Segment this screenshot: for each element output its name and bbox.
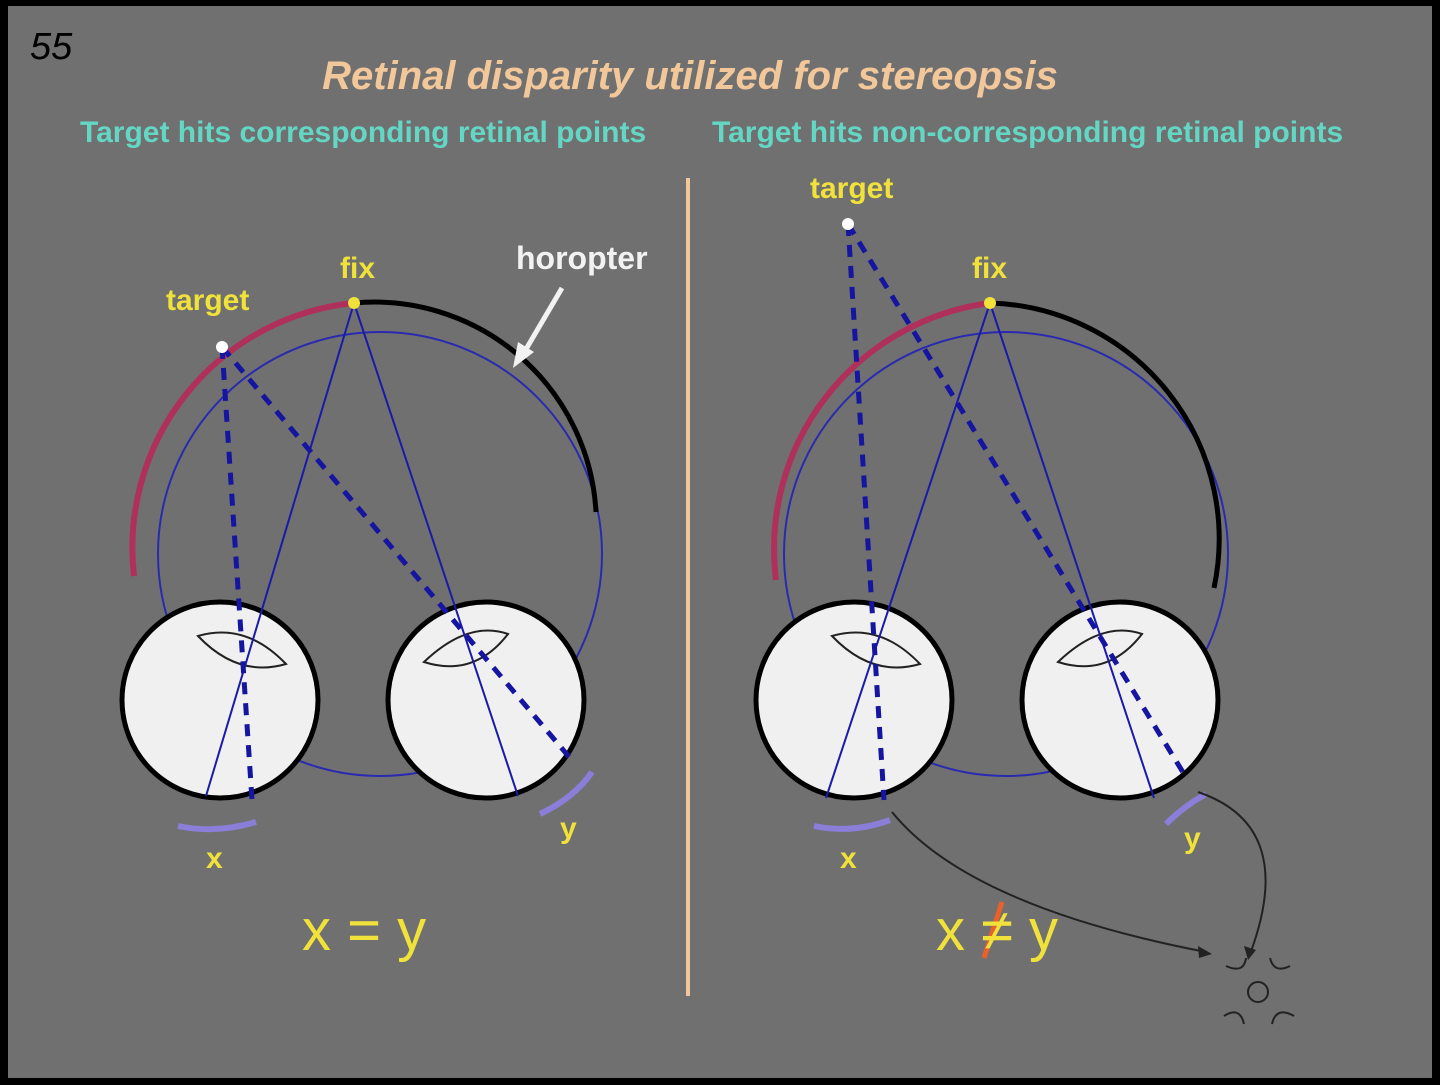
left-target-label: target (166, 284, 250, 317)
left-arc-x (177, 819, 257, 833)
left-vieth-muller-circle (157, 331, 603, 777)
right-panel-subtitle: Target hits non-corresponding retinal po… (712, 116, 1344, 149)
disparity-detector-icon (1223, 957, 1295, 1025)
right-disparity-arc (771, 300, 991, 581)
right-y-label: y (1184, 822, 1201, 855)
left-arc-y (538, 770, 595, 817)
right-panel-drawing (753, 218, 1295, 1025)
left-horopter-arrowhead (513, 342, 534, 368)
right-sight-line-right-eye (989, 302, 1155, 799)
right-equation: x ≠ y (936, 898, 1059, 963)
right-target-point (842, 218, 854, 230)
left-sight-line-left-eye (205, 302, 355, 797)
right-horopter-arc (989, 300, 1222, 589)
right-arrow-from-x (891, 811, 1207, 953)
left-y-label: y (560, 812, 577, 845)
right-eye-left (753, 599, 955, 801)
right-arc-y (1163, 791, 1208, 827)
left-panel-subtitle: Target hits corresponding retinal points (80, 116, 647, 149)
right-fix-point (984, 297, 996, 309)
left-target-point (216, 341, 228, 353)
right-lens-right (1056, 629, 1144, 668)
left-eye-left (119, 599, 321, 801)
right-arrowhead-from-x (1198, 946, 1212, 958)
left-lens-right (422, 629, 510, 668)
left-fix-point (348, 297, 360, 309)
left-lens-left (196, 631, 288, 669)
left-target-line-left-eye (219, 346, 255, 801)
right-vieth-muller-circle (783, 331, 1229, 777)
right-target-line-right-eye (845, 222, 1187, 776)
right-target-label: target (810, 172, 894, 205)
left-horopter-arc (353, 299, 599, 513)
right-arrowhead-from-y (1244, 946, 1256, 960)
horopter-label: horopter (516, 240, 648, 276)
left-target-line-right-eye (220, 345, 572, 760)
left-fix-label: fix (340, 252, 376, 285)
right-arc-x (813, 817, 892, 832)
slide-title: Retinal disparity utilized for stereopsi… (322, 54, 1058, 98)
left-panel-drawing (119, 286, 603, 833)
left-equation: x = y (302, 898, 427, 963)
right-arrow-from-y (1197, 791, 1267, 955)
left-horopter-arrow (519, 286, 565, 358)
slide: 55 Retinal disparity utilized for stereo… (8, 6, 1432, 1078)
left-sight-line-right-eye (353, 302, 519, 797)
stereopsis-diagram (119, 178, 1295, 1025)
slide-number: 55 (30, 26, 73, 68)
right-lens-left (830, 631, 922, 669)
right-sight-line-left-eye (825, 302, 991, 799)
not-equal-slash (981, 901, 1005, 959)
left-x-label: x (206, 842, 223, 875)
right-fix-label: fix (972, 252, 1008, 285)
left-disparity-arc (129, 300, 355, 577)
right-x-label: x (840, 842, 857, 875)
